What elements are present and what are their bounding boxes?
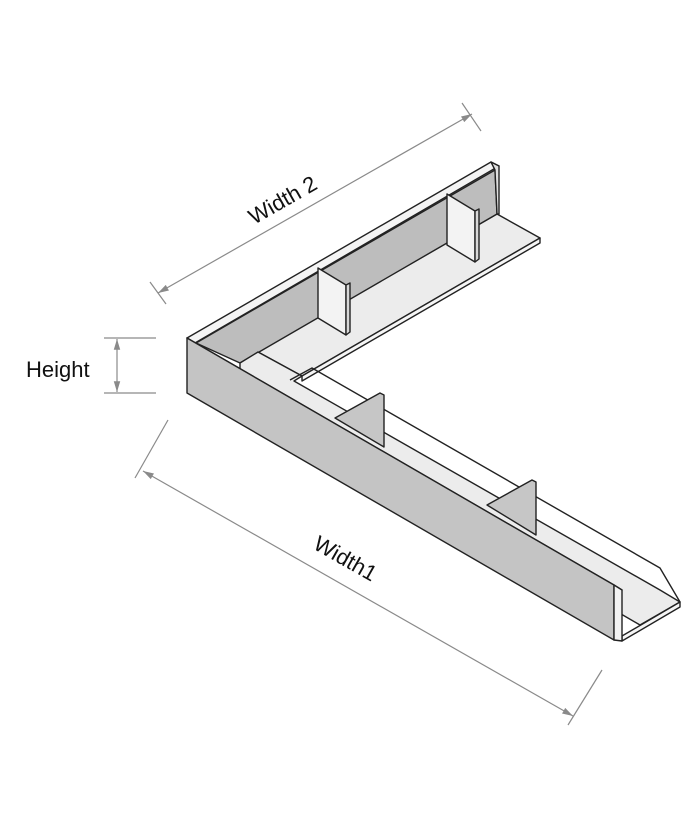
width2-label: Width 2 [244, 171, 321, 230]
height-label: Height [26, 357, 90, 382]
height-dimension: Height [26, 337, 156, 394]
front-wall-face [186, 337, 615, 641]
divider-back-1 [317, 267, 351, 336]
corner-shelf [186, 161, 681, 642]
width1-extension-left [134, 419, 169, 479]
front-arm-base [239, 351, 681, 626]
inner-corner-edge [289, 367, 681, 603]
back-arm-base-edge [301, 237, 541, 382]
width2-extension-right [461, 102, 482, 132]
front-wall-end [613, 584, 623, 642]
divider-front-1 [334, 392, 385, 448]
width1-label: Width1 [310, 531, 382, 587]
width1-extension-right [567, 669, 603, 726]
divider-front-2 [486, 479, 537, 536]
width1-dimension-line [142, 470, 574, 717]
back-wall-end [490, 161, 500, 215]
width2-dimension-line [157, 113, 473, 294]
divider-back-2 [446, 193, 480, 263]
